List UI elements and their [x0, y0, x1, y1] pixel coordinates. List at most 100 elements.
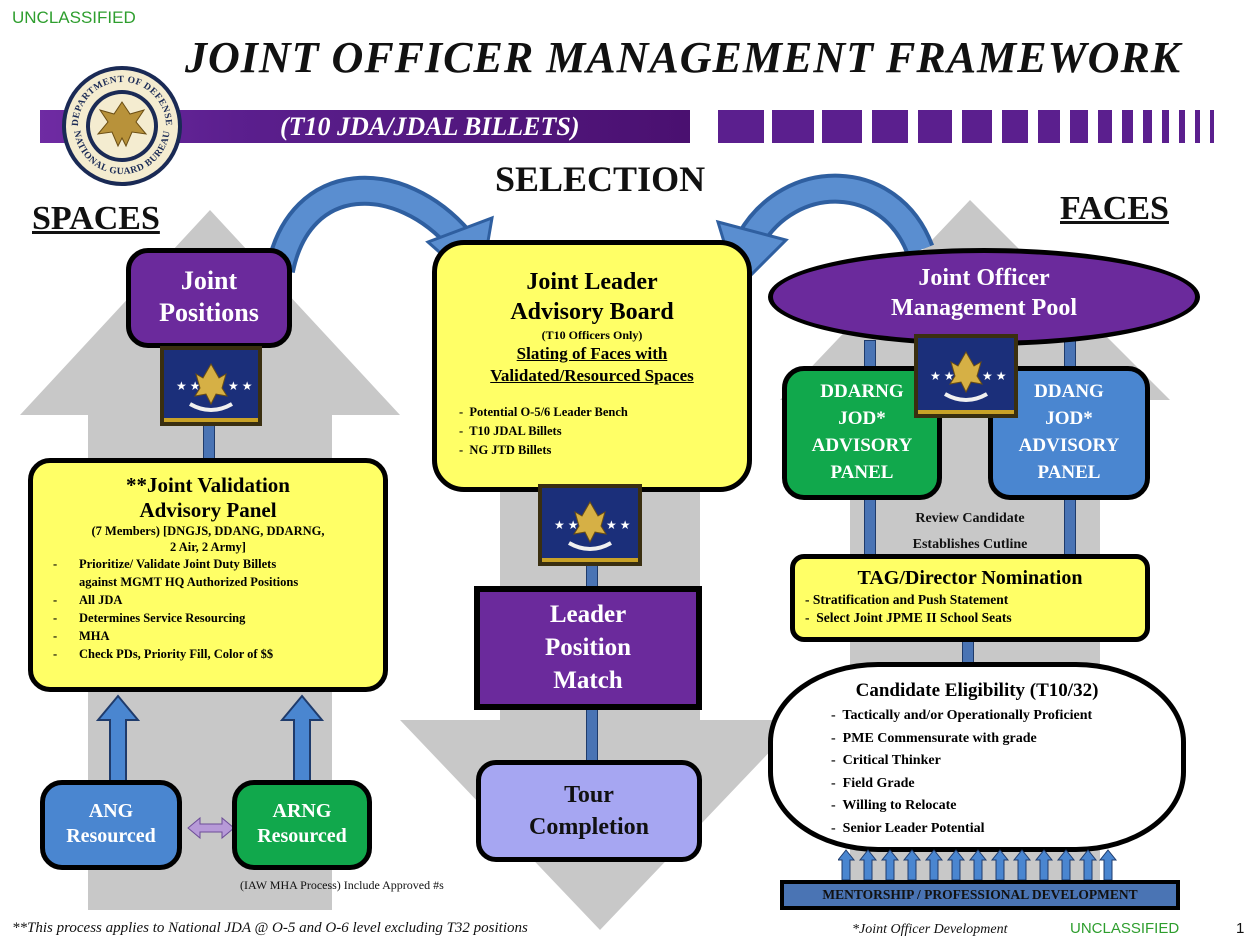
list-item: - Tactically and/or Operationally Profic…: [831, 708, 1093, 723]
svg-text:★ ★: ★ ★: [228, 379, 253, 393]
ngb-flag-icon: ★ ★ ★ ★: [160, 346, 262, 426]
tour-label: Completion: [529, 814, 649, 840]
ddarng-label: PANEL: [830, 462, 894, 483]
arng-resourced-box: ARNG Resourced: [232, 780, 372, 870]
jlab-title: Advisory Board: [510, 299, 674, 325]
list-item: - Potential O-5/6 Leader Bench: [459, 405, 628, 419]
mentorship-bar: MENTORSHIP / PROFESSIONAL DEVELOPMENT: [780, 880, 1180, 910]
list-item: -MHA: [53, 629, 110, 643]
cutline-text: Establishes Cutline: [912, 537, 1028, 552]
double-arrow-icon: [187, 816, 235, 840]
tag-title: TAG/Director Nomination: [857, 567, 1083, 589]
tour-completion-box: Tour Completion: [476, 760, 702, 862]
jvap-title: **Joint Validation: [126, 473, 290, 497]
banner-stripe: [962, 110, 992, 143]
banner-stripe: [718, 110, 764, 143]
list-item: - Field Grade: [831, 775, 915, 791]
list-item: -All JDA: [53, 593, 123, 607]
list-item: -Prioritize/ Validate Joint Duty Billets: [53, 557, 277, 571]
banner-stripe: [918, 110, 952, 143]
up-arrow-arng: [280, 694, 324, 783]
leader-position-match-box: Leader Position Match: [474, 586, 702, 710]
ddarng-label: JOD*: [838, 408, 886, 429]
list-item: -Check PDs, Priority Fill, Color of $$: [53, 647, 274, 661]
banner-text: (T10 JDA/JDAL BILLETS): [280, 112, 580, 141]
arng-label: ARNG: [272, 800, 332, 822]
banner-stripe: [1002, 110, 1028, 143]
pool-label: Joint Officer: [918, 265, 1050, 291]
spaces-heading: SPACES: [32, 200, 160, 237]
banner-stripe: [1179, 110, 1185, 143]
classification-marking-bottom: UNCLASSIFIED: [1070, 920, 1180, 937]
jlab-subtitle: (T10 Officers Only): [541, 328, 643, 342]
svg-text:★ ★: ★ ★: [982, 369, 1007, 383]
ddarng-label: ADVISORY: [811, 435, 913, 456]
ang-label: Resourced: [66, 825, 156, 847]
joint-officer-management-pool-ellipse: Joint Officer Management Pool: [768, 248, 1200, 346]
tag-bullets: - Stratification and Push Statement - Se…: [795, 591, 1145, 627]
ddang-label: DDANG: [1034, 381, 1104, 402]
match-label: Match: [553, 667, 623, 694]
page-number: 1: [1236, 920, 1245, 937]
footer-jod-note: *Joint Officer Development: [852, 922, 1008, 937]
candidate-eligibility-box: Candidate Eligibility (T10/32) - Tactica…: [768, 662, 1186, 852]
joint-positions-label: Joint: [180, 266, 238, 295]
jlab-title: Joint Leader: [526, 269, 658, 295]
mentorship-up-arrows: [838, 849, 1118, 881]
svg-text:★ ★: ★ ★: [606, 518, 631, 532]
jvap-title: Advisory Panel: [139, 498, 277, 522]
ddang-label: ADVISORY: [1018, 435, 1120, 456]
jvap-members: (7 Members) [DNGJS, DDANG, DDARNG,: [91, 524, 325, 538]
list-item: - PME Commensurate with grade: [831, 730, 1037, 746]
mha-note: (IAW MHA Process) Include Approved #s: [240, 878, 444, 892]
jlab-slating: Validated/Resourced Spaces: [490, 366, 694, 385]
ang-label: ANG: [88, 800, 134, 822]
banner-stripe: [1122, 110, 1133, 143]
arng-label: Resourced: [257, 825, 347, 847]
svg-text:★ ★: ★ ★: [176, 379, 201, 393]
match-label: Position: [544, 634, 632, 661]
tag-director-nomination-box: TAG/Director Nomination - Stratification…: [790, 554, 1150, 642]
list-item: - T10 JDAL Billets: [459, 424, 562, 438]
classification-marking-top: UNCLASSIFIED: [12, 8, 136, 27]
list-item: - NG JTD Billets: [459, 443, 552, 457]
tour-label: Tour: [564, 782, 614, 808]
list-item: - Willing to Relocate: [831, 798, 957, 813]
jvap-members: 2 Air, 2 Army]: [170, 540, 246, 554]
ngb-flag-icon: ★ ★ ★ ★: [914, 334, 1018, 418]
banner-stripe: [1098, 110, 1112, 143]
list-item: - Senior Leader Potential: [831, 820, 985, 836]
banner-stripe: [772, 110, 814, 143]
ngb-seal-icon: DEPARTMENT OF DEFENSE NATIONAL GUARD BUR…: [62, 66, 182, 186]
list-item: - Select Joint JPME II School Seats: [805, 610, 1012, 625]
match-label: Leader: [549, 601, 627, 628]
svg-text:★ ★: ★ ★: [554, 518, 579, 532]
ang-resourced-box: ANG Resourced: [40, 780, 182, 870]
banner-stripe: [822, 110, 862, 143]
joint-positions-label: Positions: [159, 298, 259, 327]
eligibility-bullets: - Tactically and/or Operationally Profic…: [773, 703, 1181, 840]
ddang-label: JOD*: [1045, 408, 1093, 429]
connector: [586, 705, 598, 765]
banner-stripe: [1210, 110, 1214, 143]
jlab-bullets: - Potential O-5/6 Leader Bench - T10 JDA…: [437, 387, 747, 460]
joint-validation-panel-box: **Joint Validation Advisory Panel (7 Mem…: [28, 458, 388, 692]
footer-note: **This process applies to National JDA @…: [12, 920, 528, 936]
ngb-flag-icon: ★ ★ ★ ★: [538, 484, 642, 566]
banner-stripe: [1038, 110, 1060, 143]
eligibility-title: Candidate Eligibility (T10/32): [855, 680, 1099, 701]
list-item: -Determines Service Resourcing: [53, 611, 246, 625]
page-title: JOINT OFFICER MANAGEMENT FRAMEWORK: [185, 33, 1182, 82]
selection-heading: SELECTION: [495, 159, 706, 199]
jlab-slating: Slating of Faces with: [516, 344, 668, 363]
list-item: against MGMT HQ Authorized Positions: [79, 575, 299, 589]
pool-label: Management Pool: [891, 295, 1077, 321]
ddarng-label: DDARNG: [820, 381, 904, 402]
review-candidate-text: Review Candidate: [915, 511, 1025, 526]
list-item: - Critical Thinker: [831, 753, 941, 768]
up-arrow-ang: [96, 694, 140, 783]
jvap-bullets: -Prioritize/ Validate Joint Duty Billets…: [33, 555, 383, 663]
banner-stripe: [1070, 110, 1088, 143]
joint-positions-box: Joint Positions: [126, 248, 292, 348]
faces-heading: FACES: [1060, 190, 1169, 227]
